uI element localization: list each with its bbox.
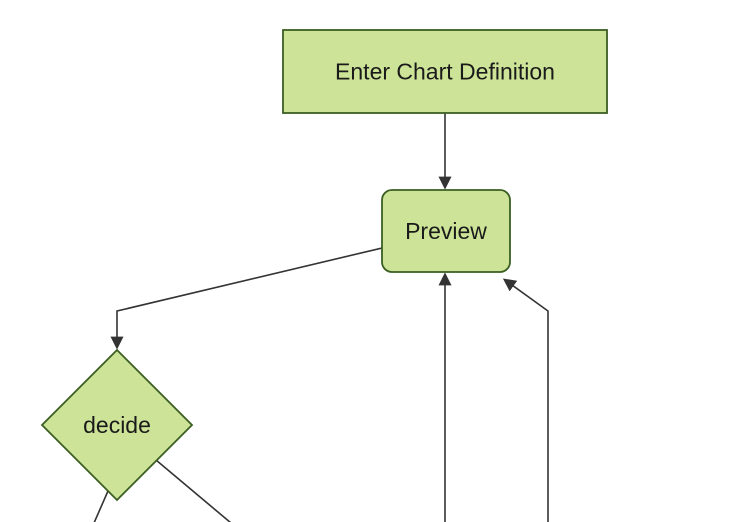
node-decide: decide xyxy=(40,348,194,502)
node-preview-shape xyxy=(381,189,511,273)
edge-decide-to-offscreen-left xyxy=(93,490,109,522)
node-preview: Preview xyxy=(381,189,511,273)
node-enter-chart-definition-label: Enter Chart Definition xyxy=(335,59,555,85)
node-preview-label: Preview xyxy=(405,218,487,244)
node-enter-chart-definition-shape xyxy=(282,29,608,114)
node-decide-shape xyxy=(40,348,194,502)
edge-decide-to-offscreen-right xyxy=(155,459,232,522)
edge-offscreen-to-preview-corner xyxy=(502,278,549,522)
edge-preview-to-decide xyxy=(110,247,383,350)
node-enter-chart-definition: Enter Chart Definition xyxy=(282,29,608,114)
node-decide-label: decide xyxy=(83,412,151,438)
